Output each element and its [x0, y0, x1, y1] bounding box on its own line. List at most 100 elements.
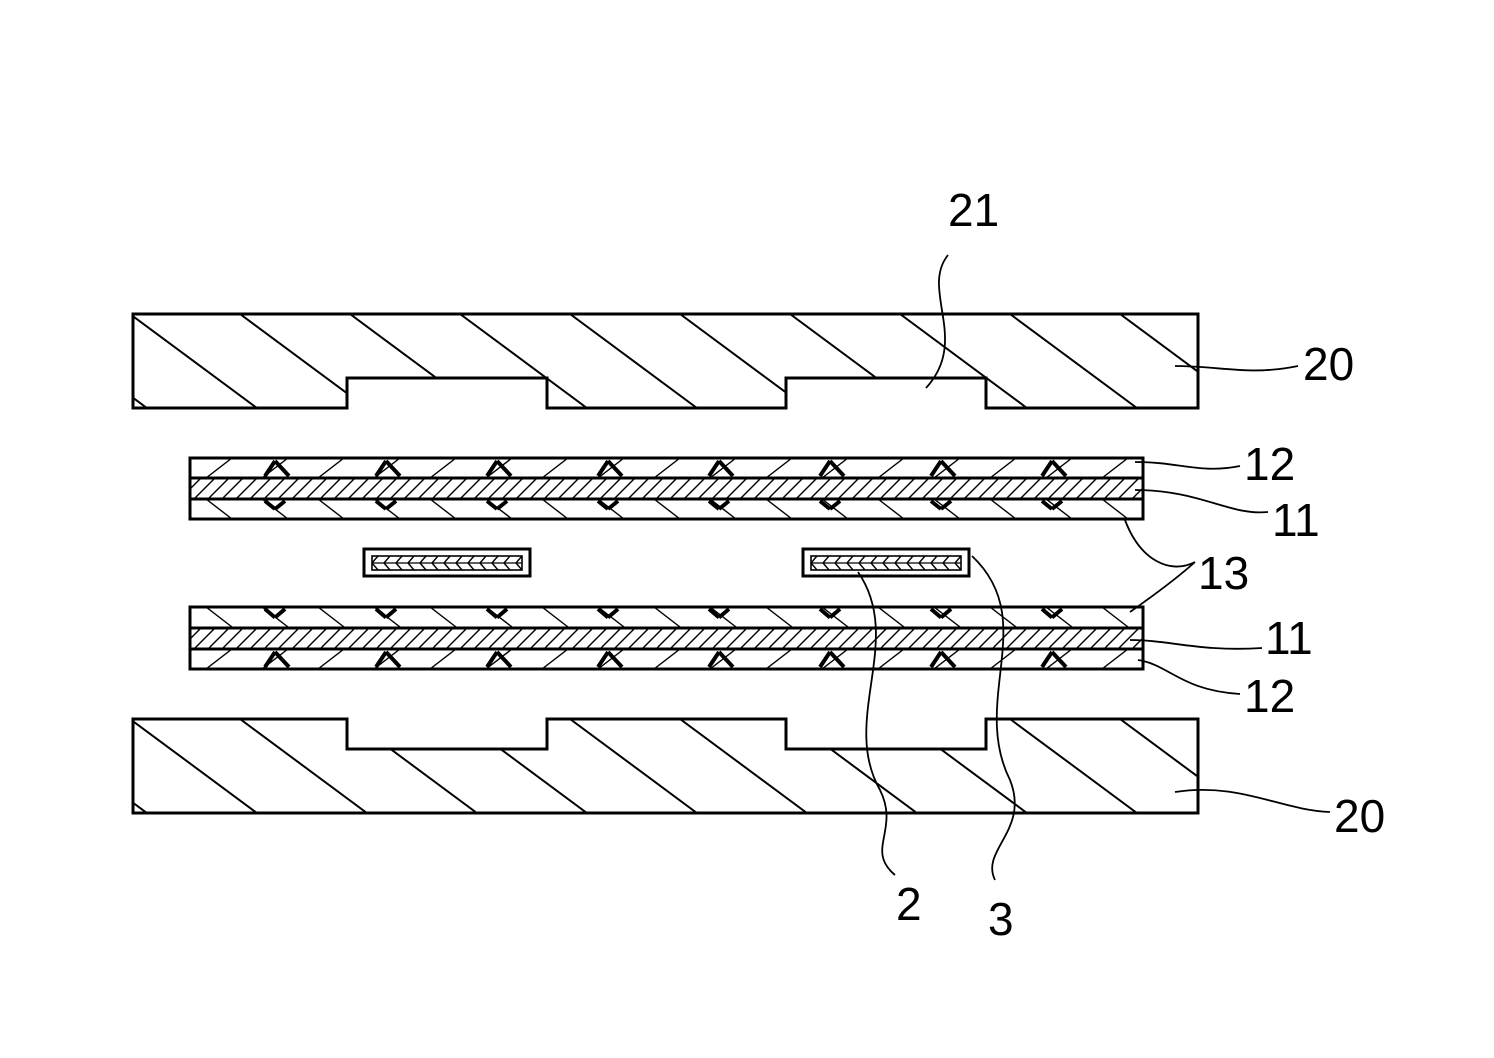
leader-inner-b: [1130, 562, 1195, 612]
hatch-line: [516, 563, 522, 570]
hatch-line: [542, 458, 568, 478]
chevron-mark: [709, 461, 719, 476]
hatch-line: [878, 458, 904, 478]
hatch-line: [1158, 607, 1185, 628]
hatch-line: [1158, 499, 1184, 519]
hatch-line: [680, 719, 807, 813]
hatch-line: [811, 563, 817, 570]
chip-right: [803, 549, 969, 576]
bottom-die-outline: [133, 719, 1198, 813]
chevron-mark: [376, 652, 386, 667]
hatch-line: [318, 499, 344, 519]
hatch-line: [895, 556, 901, 563]
hatch-line: [1120, 314, 1247, 408]
upper-core-layer-hatching: [180, 478, 1181, 499]
hatch-line: [878, 499, 904, 519]
hatch-line: [823, 556, 829, 563]
leader-recess: [926, 255, 948, 388]
hatch-line: [766, 499, 792, 519]
label-recess: 21: [948, 184, 999, 236]
hatch-line: [931, 556, 937, 563]
top-die-outline: [133, 314, 1198, 408]
hatch-line: [907, 563, 913, 570]
hatch-line: [492, 563, 498, 570]
hatch-line: [396, 556, 402, 563]
hatch-line: [1146, 478, 1167, 499]
chevron-mark: [608, 501, 618, 509]
hatch-line: [206, 499, 232, 519]
hatch-line: [492, 556, 498, 563]
chevron-mark: [386, 501, 396, 509]
hatch-line: [919, 563, 925, 570]
hatch-line: [766, 607, 793, 628]
label-outer-layer-bottom: 12: [1244, 670, 1295, 722]
chevron-mark: [820, 501, 830, 509]
hatch-line: [871, 556, 877, 563]
hatch-line: [1160, 478, 1181, 499]
lower-laminate: [150, 607, 1185, 669]
hatch-line: [811, 556, 817, 563]
hatch-line: [847, 563, 853, 570]
label-chip: 2: [896, 878, 922, 930]
hatch-line: [570, 314, 697, 408]
hatch-line: [384, 563, 390, 570]
hatch-line: [350, 314, 477, 408]
hatch-line: [1102, 649, 1128, 669]
hatch-line: [835, 563, 841, 570]
hatch-line: [20, 314, 147, 408]
hatch-line: [907, 556, 913, 563]
chevron-mark: [386, 609, 396, 618]
hatch-line: [1102, 458, 1128, 478]
hatch-line: [790, 314, 917, 408]
hatch-line: [1102, 499, 1128, 519]
lower-inner-layer-hatching: [150, 607, 1185, 628]
hatch-line: [654, 499, 680, 519]
chevron-mark: [1052, 461, 1066, 476]
hatch-line: [883, 563, 889, 570]
hatch-line: [460, 719, 587, 813]
hatch-line: [1120, 719, 1247, 813]
hatch-line: [542, 649, 568, 669]
hatch-line: [130, 719, 257, 813]
hatch-line: [654, 458, 680, 478]
hatch-line: [1158, 649, 1184, 669]
chevron-mark: [487, 501, 497, 509]
chevron-mark: [487, 609, 497, 618]
hatch-line: [206, 458, 232, 478]
hatch-line: [895, 563, 901, 570]
hatch-line: [1146, 628, 1167, 649]
hatch-line: [871, 563, 877, 570]
chip-left-hatching: [372, 556, 522, 570]
chevron-mark: [497, 501, 507, 509]
hatch-line: [430, 649, 456, 669]
hatch-line: [456, 563, 462, 570]
hatch-line: [1010, 314, 1137, 408]
hatch-line: [766, 458, 792, 478]
chevron-mark: [709, 652, 719, 667]
leader-inner-a: [1125, 520, 1195, 567]
hatch-line: [150, 499, 176, 519]
chevron-mark: [275, 501, 285, 509]
hatch-line: [430, 607, 457, 628]
hatch-line: [955, 563, 961, 570]
hatch-line: [1010, 719, 1137, 813]
lower-outer-layer-hatching: [150, 649, 1184, 669]
label-chip-cover: 3: [988, 893, 1014, 945]
hatch-line: [372, 563, 378, 570]
hatch-line: [859, 556, 865, 563]
chevron-mark: [1052, 652, 1066, 667]
hatch-line: [432, 563, 438, 570]
upper-laminate: [150, 458, 1184, 519]
chevron-mark: [719, 652, 733, 667]
hatch-line: [900, 314, 1027, 408]
hatch-line: [1160, 628, 1181, 649]
chevron-mark: [265, 609, 275, 618]
hatch-line: [1158, 458, 1184, 478]
leader-core-top: [1135, 490, 1268, 512]
hatch-line: [542, 499, 568, 519]
leader-lines: [858, 255, 1330, 880]
hatch-line: [430, 499, 456, 519]
hatch-line: [900, 719, 1027, 813]
